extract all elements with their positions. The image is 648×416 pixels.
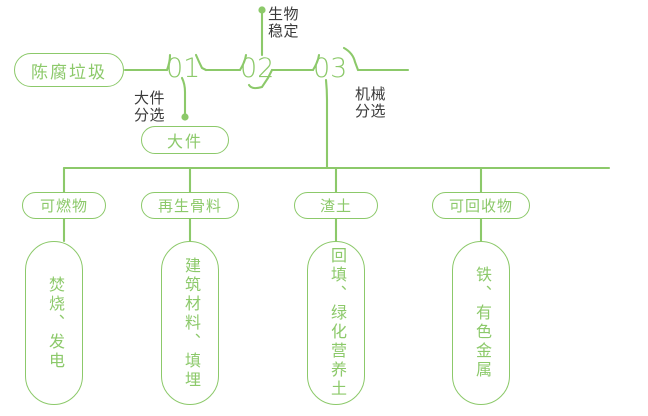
wire-trunk-down <box>324 78 329 170</box>
wire-03-right-curl <box>342 46 360 72</box>
stage-number-03[interactable]: 03 <box>313 53 348 84</box>
stage-number-01[interactable]: 01 <box>166 53 201 84</box>
destination-label-1: 焚烧、发电 <box>46 275 63 371</box>
bio-endpoint-dot <box>258 6 266 14</box>
wire-03-left-curl <box>311 53 321 72</box>
stage-output-bulky[interactable]: 大件 <box>141 126 229 154</box>
destination-box-4[interactable]: 铁、有色金属 <box>452 241 510 405</box>
stage-label-01: 大件 分选 <box>134 90 166 124</box>
stage-label-02: 生物 稳定 <box>268 6 300 40</box>
wire-01-right-curl <box>194 53 208 72</box>
bigitem-endpoint-dot <box>181 113 189 121</box>
source-label: 陈腐垃圾 <box>31 62 107 82</box>
category-label-4: 可回收物 <box>448 198 513 215</box>
category-label-1: 可燃物 <box>39 198 88 215</box>
destination-label-2: 建筑材料、填埋 <box>182 256 199 390</box>
category-pill-2[interactable]: 再生骨料 <box>141 192 239 219</box>
destination-label-4: 铁、有色金属 <box>473 266 490 380</box>
destination-label-3: 回填、绿化营养土 <box>328 247 345 399</box>
category-label-2: 再生骨料 <box>157 198 222 215</box>
category-pill-4[interactable]: 可回收物 <box>432 192 530 219</box>
destination-box-3[interactable]: 回填、绿化营养土 <box>307 241 365 405</box>
destination-box-2[interactable]: 建筑材料、填埋 <box>161 241 219 405</box>
category-pill-3[interactable]: 渣土 <box>294 192 378 219</box>
wire-02-lower-curl <box>247 68 274 90</box>
category-pill-1[interactable]: 可燃物 <box>22 192 106 219</box>
wire-01-to-bigitem <box>180 76 187 117</box>
stage-label-03: 机械 分选 <box>355 86 387 120</box>
wire-02-left-curl <box>238 53 248 72</box>
wire-01-left-curl <box>165 53 172 72</box>
stage-output-bulky-label: 大件 <box>166 134 203 151</box>
stage-number-02[interactable]: 02 <box>240 53 275 84</box>
category-label-3: 渣土 <box>319 198 352 215</box>
destination-box-1[interactable]: 焚烧、发电 <box>25 241 83 405</box>
source-node[interactable]: 陈腐垃圾 <box>14 53 124 87</box>
